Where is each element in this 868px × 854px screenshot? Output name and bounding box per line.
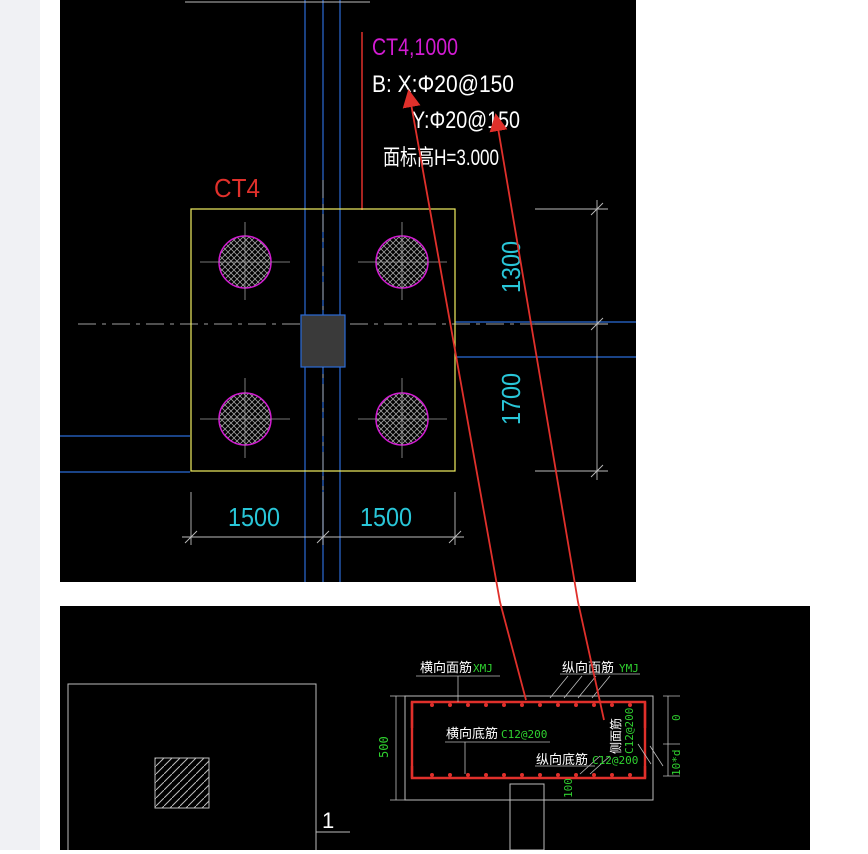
dim-10d: 10*d: [670, 750, 683, 777]
dim-500: 500: [377, 736, 391, 758]
dim-1300: 1300: [496, 241, 526, 293]
pile-top-right: [358, 222, 447, 300]
pile-bottom-right: [358, 378, 447, 458]
label-bottom-longitudinal-code: C12@200: [592, 754, 638, 767]
label-bottom-transverse-code: C12@200: [501, 728, 547, 741]
label-x-rebar: B: X:Φ20@150: [372, 71, 514, 98]
blue-grid-lines: [60, 0, 636, 582]
pile-bottom-left: [200, 378, 290, 458]
dim-1500-right: 1500: [360, 502, 412, 532]
dim-1700: 1700: [496, 373, 526, 425]
pile-top-left: [200, 222, 290, 300]
label-side-code: C12@200: [623, 708, 636, 754]
label-ct4: CT4: [214, 173, 260, 203]
label-y-rebar: Y:Φ20@150: [412, 107, 520, 134]
label-side: 侧面筋: [608, 718, 623, 754]
plan-view-panel: CT4,1000 B: X:Φ20@150 Y:Φ20@150 面标高H=3.0…: [60, 0, 636, 582]
column: [300, 314, 346, 368]
label-top-longitudinal: 纵向面筋: [562, 660, 614, 675]
label-top-elevation: 面标高H=3.000: [383, 145, 499, 170]
section-mark: 1: [322, 808, 334, 833]
label-ct4-1000: CT4,1000: [372, 34, 458, 61]
label-top-transverse-code: XMJ: [473, 662, 493, 675]
section-view-drawing: 1: [67, 660, 683, 854]
column-stub: [509, 783, 545, 851]
section-view-panel: 1: [60, 606, 810, 854]
dim-100: 100: [562, 778, 575, 798]
dim-0: 0: [670, 714, 683, 721]
plan-view-drawing: CT4,1000 B: X:Φ20@150 Y:Φ20@150 面标高H=3.0…: [60, 0, 636, 582]
label-bottom-longitudinal: 纵向底筋: [536, 752, 588, 767]
dimension-lines-horizontal: [182, 492, 464, 545]
dimension-lines-vertical: [535, 200, 608, 480]
label-top-transverse: 横向面筋: [420, 660, 472, 675]
left-detail-outline: [67, 683, 317, 854]
label-top-longitudinal-code: YMJ: [619, 662, 639, 675]
section-dimension-lines: [390, 695, 680, 801]
left-detail-column: [154, 757, 210, 809]
left-gutter: [0, 0, 40, 850]
label-bottom-transverse: 横向底筋: [446, 726, 498, 741]
dim-1500-left: 1500: [228, 502, 280, 532]
